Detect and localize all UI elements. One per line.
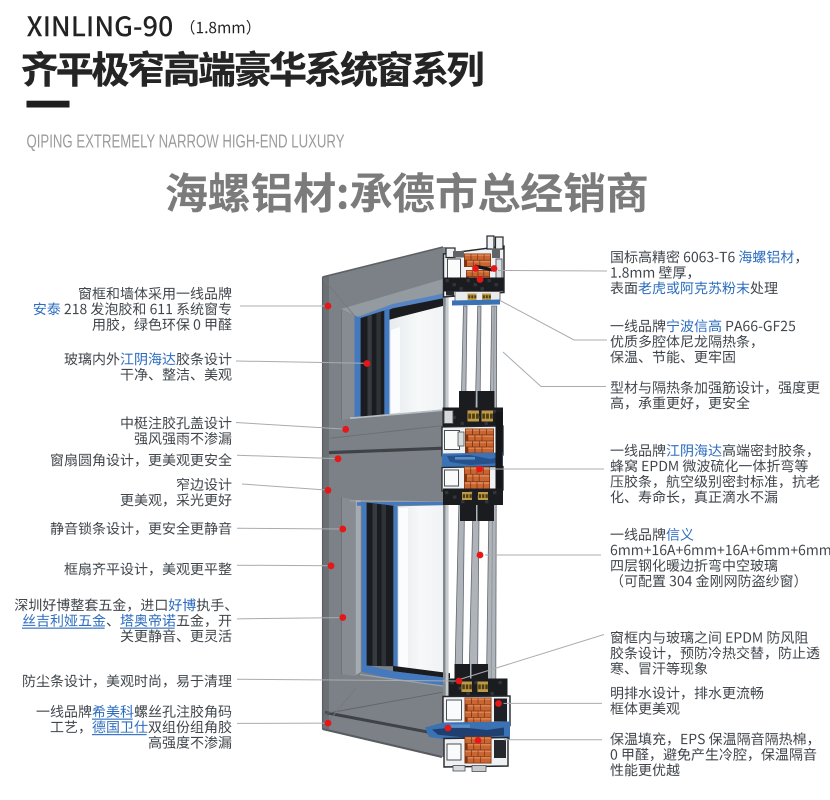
svg-text:QIPING EXTREMELY NARROW HIGH-E: QIPING EXTREMELY NARROW HIGH-END LUXURY	[27, 132, 345, 152]
